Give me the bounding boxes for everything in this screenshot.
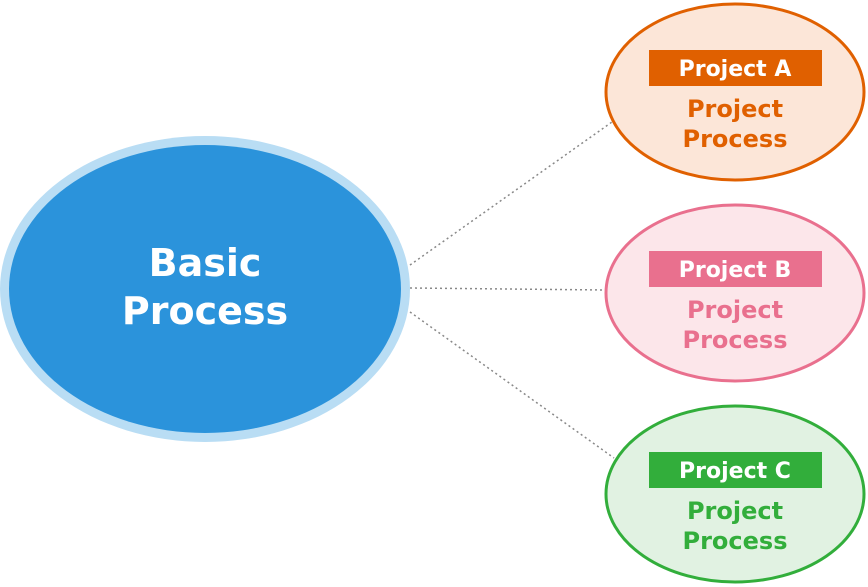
project-a-text-line2: Process bbox=[683, 125, 788, 153]
project-b-node: Project B Project Process bbox=[604, 203, 866, 383]
project-b-ellipse bbox=[604, 203, 866, 383]
project-c-text-line2: Process bbox=[683, 527, 788, 555]
basic-process-title-line1: Basic bbox=[149, 241, 262, 285]
project-b-text-line1: Project bbox=[687, 296, 783, 324]
project-a-ellipse bbox=[604, 2, 866, 182]
project-c-node: Project C Project Process bbox=[604, 404, 866, 584]
project-b-badge-label: Project B bbox=[679, 258, 792, 283]
project-a-badge bbox=[649, 50, 822, 86]
project-c-badge bbox=[649, 452, 822, 488]
project-c-ellipse bbox=[604, 404, 866, 584]
connector-a bbox=[409, 121, 613, 266]
basic-process-node: Basic Process bbox=[0, 136, 410, 442]
connector-c bbox=[409, 311, 615, 459]
project-a-text-line1: Project bbox=[687, 95, 783, 123]
basic-process-title-line2: Process bbox=[122, 289, 288, 333]
project-c-text-line1: Project bbox=[687, 497, 783, 525]
project-a-node: Project A Project Process bbox=[604, 2, 866, 182]
project-a-badge-label: Project A bbox=[679, 57, 792, 82]
project-c-badge-label: Project C bbox=[679, 459, 791, 484]
basic-process-ellipse bbox=[9, 145, 401, 433]
project-b-text-line2: Process bbox=[683, 326, 788, 354]
project-b-badge bbox=[649, 251, 822, 287]
connector-b bbox=[409, 287, 607, 291]
connectors bbox=[409, 121, 615, 459]
